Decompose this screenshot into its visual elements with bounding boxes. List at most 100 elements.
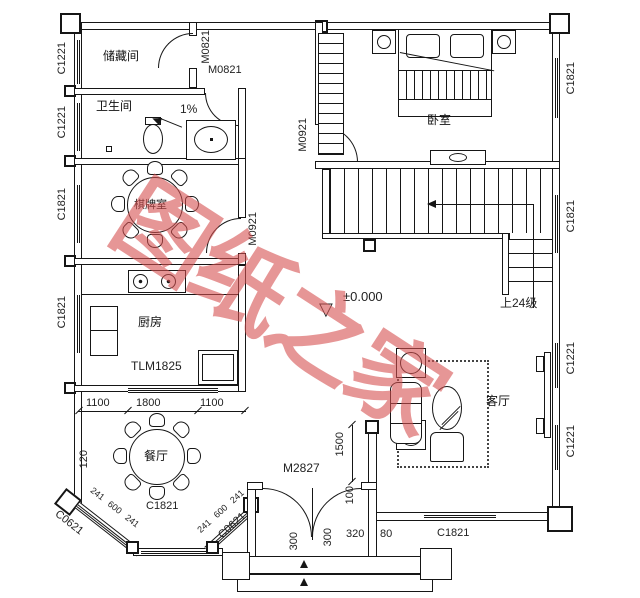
wall-bath-right [238,88,246,165]
dresser-dish-icon [449,153,467,162]
label-c1821-bay: C1821 [146,500,179,512]
door-jamb-right [361,482,377,490]
armchair-top [396,348,426,378]
label-c1821-stair: C1821 [565,200,577,233]
sofa [390,382,422,444]
dim-1100-right: 1100 [200,397,224,409]
window-c1821-bay [141,548,213,556]
window-c1821-kitchen [74,295,82,353]
window-c1221-living-2 [552,425,560,470]
entry-step-2 [237,574,433,592]
dining-chair [113,448,127,464]
table-line [441,405,461,426]
dining-chair [149,413,165,427]
room-label-bedroom: 卧室 [427,113,452,127]
toilet-icon [143,124,163,154]
wall-chess-right-a [238,158,246,218]
chess-table [127,177,183,233]
stair-arrow-head [427,200,436,208]
label-c1221-bath: C1221 [56,106,68,139]
dim-100: 100 [344,486,356,505]
window-c1221-living-1 [552,343,560,388]
door-arc-storage [158,33,193,68]
dim-241: 241 [195,517,214,535]
wardrobe [318,33,344,155]
step-arrow-1 [300,560,308,568]
stove-burner [133,274,148,289]
wall-storage-right-b [189,68,197,88]
dining-table [129,429,185,485]
stairs-up-label: 上24级 [500,296,538,310]
window-c1821-bedroom [552,58,560,118]
fridge [90,306,118,356]
tv-cabinet [544,352,551,438]
chess-chair [111,196,125,212]
dim-241: 241 [123,512,142,530]
window-c1221-storage [74,40,82,84]
dim-1500: 1500 [334,432,346,457]
dim-120: 120 [78,450,90,469]
kitchen-counter-line [82,294,238,295]
label-m0921-chess: M0921 [247,212,259,246]
room-label-chess: 棋牌室 [134,199,167,211]
level-mark-icon: ▽ [319,299,333,319]
room-label-living: 客厅 [486,394,511,408]
stove-burner [161,274,176,289]
door-jamb-left [247,482,263,490]
single-sofa [430,432,464,462]
kitchen-door-window-tlm1825 [128,385,218,393]
tv-unit-top [536,356,544,372]
dim-600: 600 [105,498,124,516]
sink-basin-icon [194,126,228,153]
wall-porch-left [247,482,256,562]
dim-300-a: 300 [288,532,300,551]
label-c1821-bedroom: C1821 [565,62,577,95]
dim-300-b: 300 [322,528,334,547]
wall-kitchen-right [238,265,246,392]
coffee-table [432,386,462,431]
dim-1100-left: 1100 [86,397,110,409]
column-bottom-right [547,506,573,532]
label-m0821-bath: M0821 [208,64,242,76]
step-arrow-2 [300,578,308,586]
door-arc-chess [206,218,241,253]
step-block-right [420,548,452,580]
label-m2827: M2827 [283,461,320,475]
stair-flight-main [330,169,552,233]
kitchen-cabinet-inner [202,354,234,381]
label-c1221-living-2: C1221 [565,425,577,458]
dining-chair [149,486,165,500]
door-center-line [312,488,313,540]
stair-railing [322,233,510,239]
label-c1821-chess: C1821 [56,188,68,221]
sink-drain [210,138,213,141]
dim-241: 241 [88,485,107,503]
column-bay-bl [126,541,139,554]
label-m0821-storage: M0821 [200,30,212,64]
chess-chair [185,196,199,212]
column-top-right [549,13,570,34]
level-label: ±0.000 [343,289,383,304]
dim-1800: 1800 [136,397,161,409]
dim-600: 600 [211,502,230,520]
stair-inner-wall [502,233,509,295]
lamp-icon [497,35,511,49]
dining-chair [187,448,201,464]
stair-flight-turn [509,239,552,295]
entry-step-1 [237,556,433,574]
window-c1821-chess [74,185,82,243]
column-bay-br [206,541,219,554]
pillow [450,34,484,58]
column-porch-top [365,420,379,434]
window-c1821-stair [552,195,560,253]
column-top-left [60,13,81,34]
bed-blanket [398,70,492,100]
dim-line-1500 [352,425,353,482]
room-label-dining: 餐厅 [144,449,169,463]
step-block-left [222,552,250,580]
label-c1821-kitchen: C1821 [56,296,68,329]
chess-chair [147,161,163,175]
wall-porch-right [368,423,377,562]
dim-80: 80 [380,528,393,540]
wall-chess-right-b [238,253,246,265]
